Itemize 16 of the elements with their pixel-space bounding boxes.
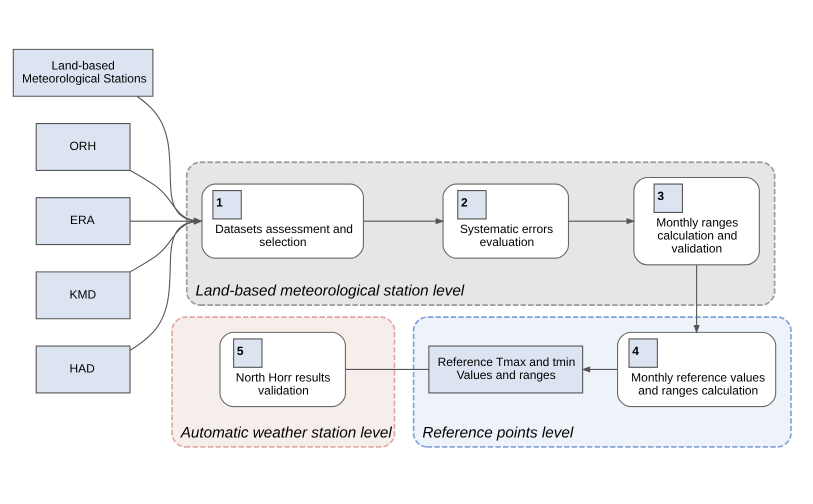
arrow xyxy=(694,264,700,334)
connector xyxy=(346,368,429,370)
node-box: ORH xyxy=(36,122,131,170)
node-box: Land-based Meteorological Stations xyxy=(12,48,154,96)
node-box: KMD xyxy=(36,270,131,319)
arrow xyxy=(364,218,444,224)
arrow xyxy=(568,218,636,224)
node-box: Reference Tmax and tmin Values and ranges xyxy=(428,344,584,393)
node-box: 2 Systematic errors evaluation xyxy=(442,183,569,258)
node-box: 3 Monthly ranges calculation and validation xyxy=(633,176,760,265)
node-box: 5 North Horr results validation xyxy=(219,331,346,407)
arrow xyxy=(581,366,618,372)
node-box: ERA xyxy=(36,196,131,245)
node-box: HAD xyxy=(36,344,131,393)
node-box: 4 Monthly reference values and ranges calculation xyxy=(617,331,776,407)
node-box: 1 Datasets assessment and selection xyxy=(201,183,364,258)
